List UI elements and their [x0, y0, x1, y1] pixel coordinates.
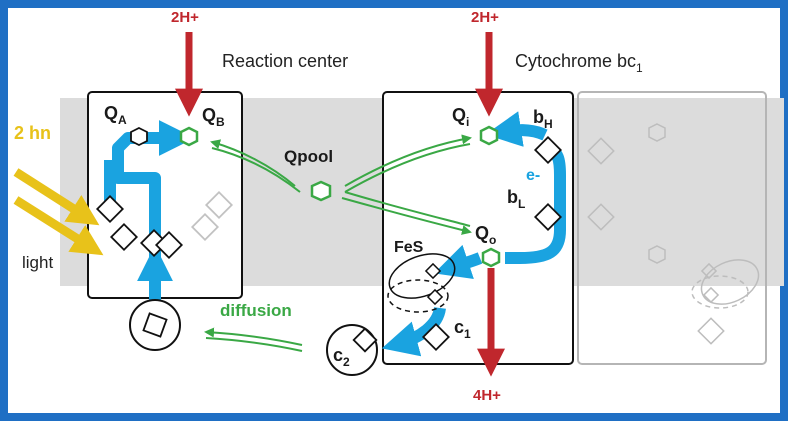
cofactor-diamonds [95, 135, 563, 352]
proton-label-rc: 2H+ [171, 9, 199, 26]
qa-hexagon [130, 126, 148, 147]
electron-label: e- [526, 167, 541, 184]
photons-label: 2 hn [14, 123, 52, 143]
faded-cofactors [587, 123, 760, 345]
proton-label-cyt: 2H+ [471, 9, 499, 26]
cytochrome-title: Cytochrome bc1 [515, 51, 643, 75]
c2-label: c2 [333, 345, 350, 369]
faded-rc-diamonds [190, 190, 234, 242]
c1-label: c1 [454, 317, 471, 341]
qa-label: QA [104, 103, 127, 127]
fes-ellipse [388, 253, 456, 299]
qb-label: QB [202, 105, 225, 129]
bl-label: bL [507, 187, 526, 211]
qo-label: Qo [475, 223, 497, 247]
qpool-label: Qpool [284, 147, 334, 166]
fes-ellipse-dashed [387, 279, 449, 313]
faded-cytochrome-box [577, 91, 767, 365]
bh-to-qi-arrow [485, 111, 548, 147]
c1-to-c2-arrow [381, 306, 446, 357]
quinone-arrows [204, 134, 472, 352]
light-arrow-1 [13, 168, 100, 226]
quinone-hexagons [179, 125, 501, 268]
diffusion-label: diffusion [220, 301, 292, 320]
proton-label-out: 4H+ [473, 387, 501, 404]
fes-label: FeS [394, 239, 424, 256]
reaction-center-title: Reaction center [222, 51, 349, 71]
light-arrow-2 [13, 196, 104, 256]
qi-label: Qi [452, 105, 470, 129]
light-label: light [22, 253, 54, 272]
rc-electron-path [112, 120, 195, 268]
bh-label: bH [533, 107, 553, 131]
qo-to-fes-arrow [434, 244, 483, 280]
